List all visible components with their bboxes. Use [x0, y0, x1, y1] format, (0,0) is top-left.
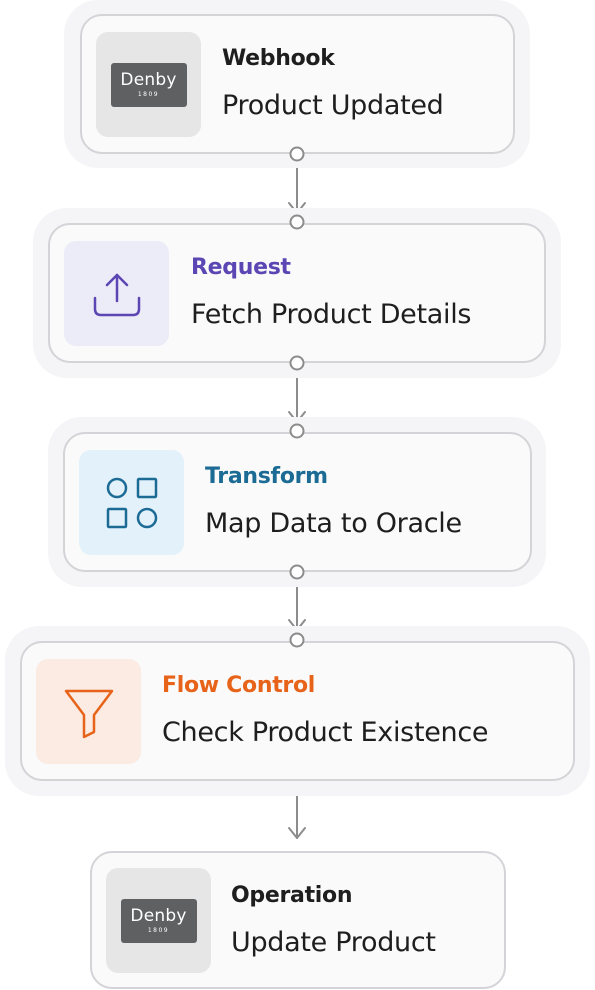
- connector-1: [288, 162, 306, 214]
- node-title: Update Product: [231, 927, 436, 958]
- node-flow-control-check-product[interactable]: Flow Control Check Product Existence: [20, 641, 575, 781]
- node-icon-box: [36, 659, 141, 764]
- node-icon-box: [64, 241, 169, 346]
- node-category-label: Operation: [231, 883, 353, 908]
- connector-2: [288, 371, 306, 423]
- node-icon-box: [79, 450, 184, 555]
- node-transform-map-data[interactable]: Transform Map Data to Oracle: [63, 432, 532, 572]
- connector-4: [288, 791, 306, 839]
- node-webhook-product-updated[interactable]: Denby 1809 Webhook Product Updated: [80, 14, 515, 154]
- node-title: Product Updated: [222, 90, 444, 121]
- node-title: Map Data to Oracle: [205, 508, 462, 539]
- funnel-icon: [64, 689, 113, 738]
- connector-3: [288, 579, 306, 631]
- shapes-icon: [106, 477, 157, 528]
- node-category-label: Flow Control: [162, 673, 316, 698]
- node-operation-update-product[interactable]: Denby 1809 Operation Update Product: [90, 851, 506, 989]
- upload-icon: [93, 273, 140, 316]
- node-title: Check Product Existence: [162, 717, 489, 748]
- node-category-label: Request: [191, 255, 291, 280]
- node-category-label: Webhook: [222, 46, 335, 71]
- denby-logo-icon: Denby 1809: [120, 898, 197, 943]
- node-category-label: Transform: [205, 464, 328, 489]
- node-icon-box: Denby 1809: [106, 868, 211, 973]
- node-icon-box: Denby 1809: [96, 32, 201, 137]
- node-request-fetch-product-details[interactable]: Request Fetch Product Details: [48, 223, 546, 363]
- node-title: Fetch Product Details: [191, 299, 472, 330]
- denby-logo-icon: Denby 1809: [110, 62, 187, 107]
